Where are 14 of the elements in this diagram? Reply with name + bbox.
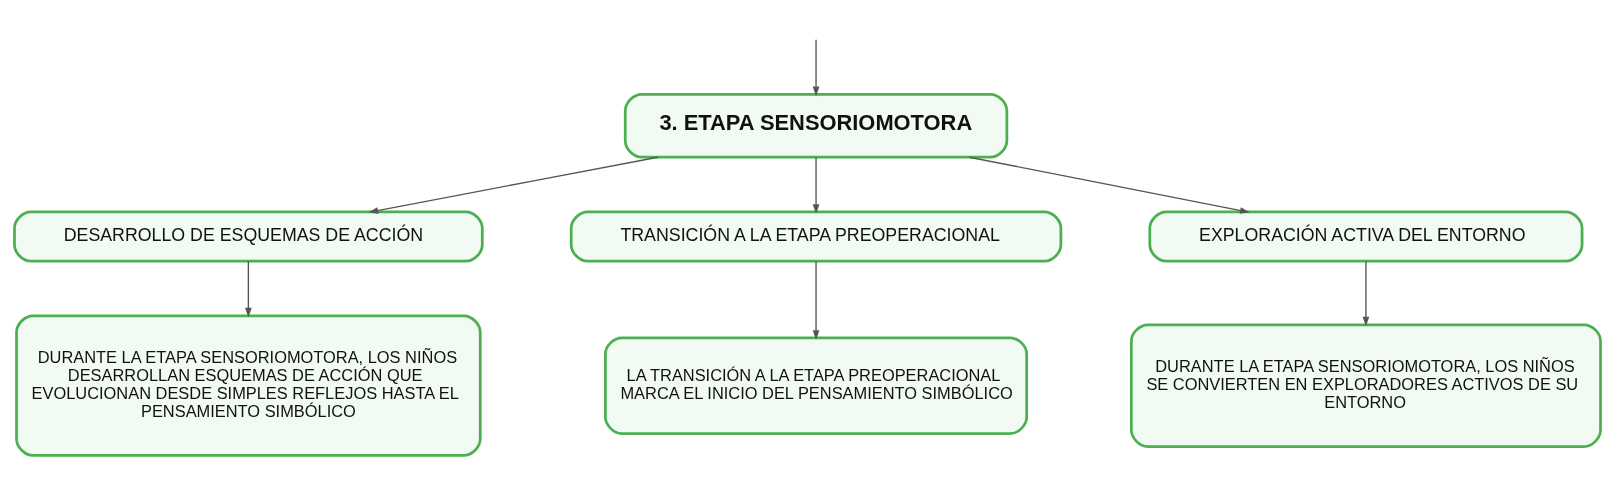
node-box: TRANSICIÓN A LA ETAPA PREOPERACIONAL [569,210,1062,263]
arrow [812,260,819,340]
node-box: DURANTE LA ETAPA SENSORIOMOTORA, LOS NIÑOS SE CONVIERTEN EN EXPLORADORES ACTIVOS DE SU ENTORNO [1129,323,1602,448]
node-box: EXPLORACIÓN ACTIVA DEL ENTORNO [1147,210,1583,263]
arrow [244,260,252,318]
arrow [1362,260,1369,327]
node-box: 3. ETAPA SENSORIOMOTORA [623,92,1008,159]
node-box: DURANTE LA ETAPA SENSORIOMOTORA, LOS NIÑOS DESARROLLAN ESQUEMAS DE ACCIÓN QUE EVOLUCIONAN DESDE SIMPLES REFLEJOS HASTA EL PENSAMIENTO SIMBÓLICO [14,314,482,457]
arrow [812,38,819,97]
node-box: DESARROLLO DE ESQUEMAS DE ACCIÓN [12,210,484,263]
arrow [368,156,659,214]
arrow [812,156,819,214]
node-box: LA TRANSICIÓN A LA ETAPA PREOPERACIONAL MARCA EL INICIO DEL PENSAMIENTO SIMBÓLICO [603,336,1028,435]
arrow [968,156,1250,214]
